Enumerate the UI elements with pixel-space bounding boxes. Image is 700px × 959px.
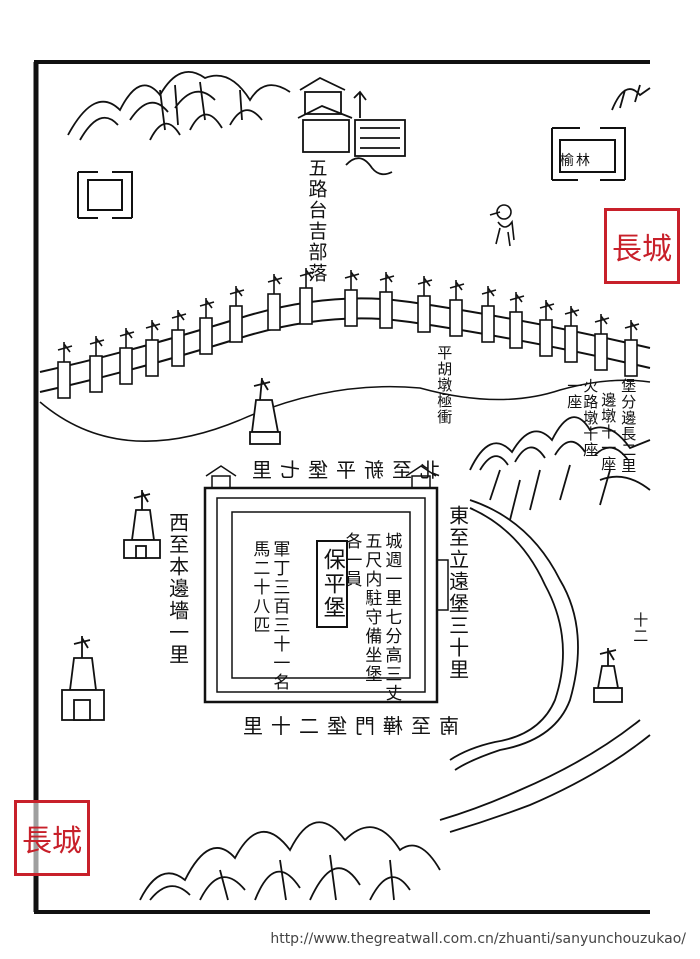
fort-description-3: 各一員: [341, 532, 362, 589]
red-seal-stamp-top: 長城: [604, 208, 680, 284]
label-west-distance: 西至本邊墻一里: [165, 512, 190, 666]
wall-towers: [57, 287, 638, 399]
great-wall: [39, 297, 651, 442]
fort-troops: 軍丁三百三十一名: [269, 540, 290, 692]
mountains-bottom: [139, 821, 441, 901]
mountains-top-left: [67, 71, 291, 141]
river: [439, 499, 651, 833]
label-pinghu-beacon: 平胡墩極衝: [435, 345, 454, 425]
label-fire-road-beacons: 火路墩十座: [581, 378, 600, 458]
label-wall-beacons: 邊墩十一座: [599, 392, 618, 472]
label-north-distance: 北至新平堡七里: [244, 458, 440, 482]
label-yulin: 榆林: [560, 153, 592, 169]
label-wall-segment-length: 堡分邊長二里: [619, 378, 638, 474]
map-frame: [33, 60, 650, 914]
camp-left: [77, 171, 133, 219]
label-east-distance: 東至立遠堡三十里: [445, 505, 470, 681]
fort-name: 保平堡: [316, 540, 348, 628]
camp-yulin: [551, 127, 626, 181]
mountains-right: [469, 416, 651, 521]
camel-figure: [489, 204, 515, 247]
fort-description-1: 城週一里七分高三丈: [381, 532, 402, 703]
label-edge-fragment: 十二: [631, 612, 650, 644]
fort-walls: [203, 465, 449, 704]
label-wulu-tribe: 五路台吉部落: [305, 158, 328, 284]
source-url[interactable]: http://www.thegreatwall.com.cn/zhuanti/s…: [270, 931, 686, 947]
fort-description-2: 五尺内駐守備坐堡: [361, 532, 382, 684]
temple-building: [297, 76, 406, 176]
mountains-top-right: [611, 84, 651, 111]
label-one-unit: 一座: [565, 378, 584, 410]
red-seal-stamp-bottom: 長城: [14, 800, 90, 876]
tower-flags: [57, 268, 640, 362]
label-south-distance: 南至樺門堡二十里: [235, 714, 459, 738]
fort-horses: 馬二十八匹: [249, 540, 270, 635]
beacon-towers: [61, 377, 623, 721]
